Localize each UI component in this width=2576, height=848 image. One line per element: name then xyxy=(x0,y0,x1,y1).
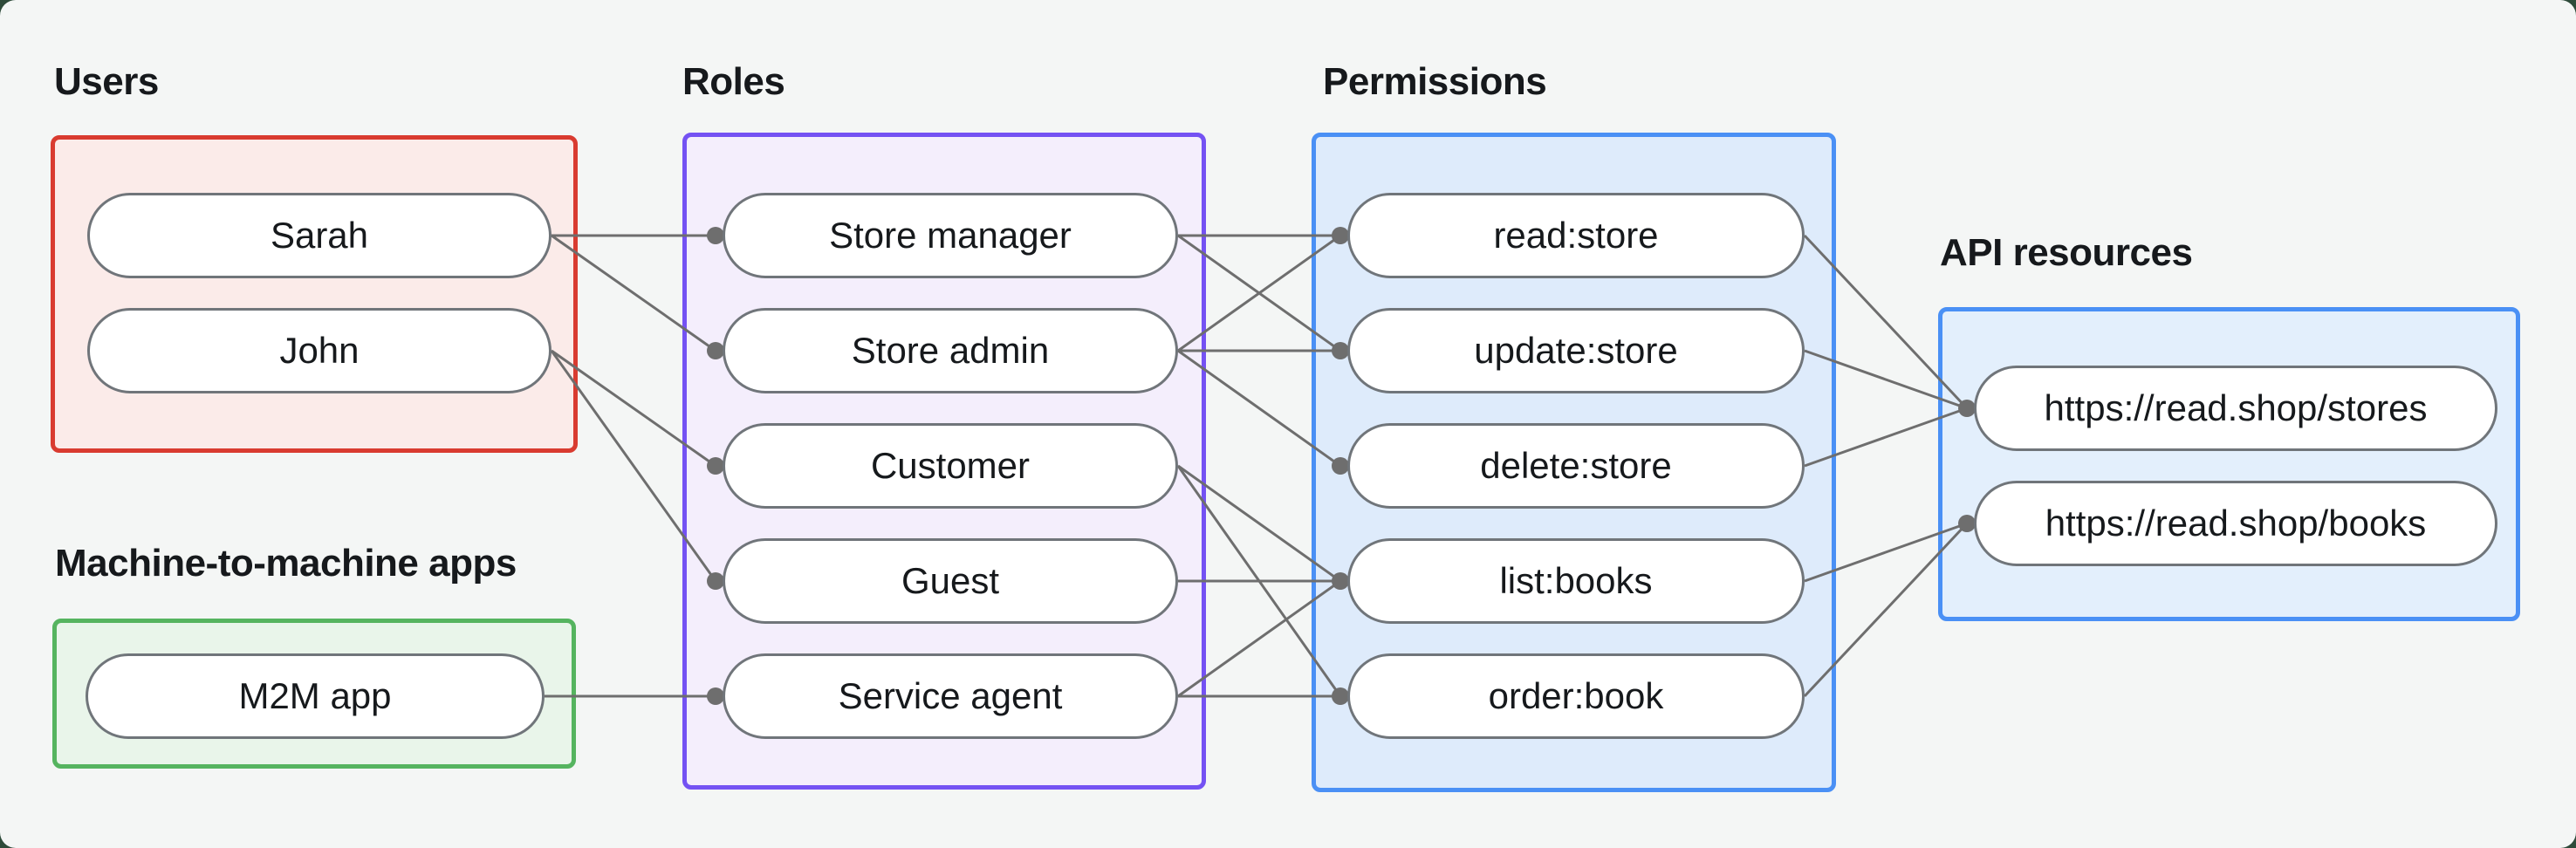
node-john: John xyxy=(87,308,552,393)
group-label-users: Users xyxy=(54,60,159,103)
node-customer: Customer xyxy=(723,423,1178,509)
node-store-manager: Store manager xyxy=(723,193,1178,278)
group-label-m2m-apps: Machine-to-machine apps xyxy=(55,542,517,585)
node-read-store: read:store xyxy=(1347,193,1805,278)
group-label-api-resources: API resources xyxy=(1940,231,2193,274)
group-label-roles: Roles xyxy=(682,60,785,103)
group-box-users xyxy=(51,135,578,453)
node-api-books: https://read.shop/books xyxy=(1974,481,2497,566)
node-order-book: order:book xyxy=(1347,653,1805,739)
node-sarah: Sarah xyxy=(87,193,552,278)
node-service-agent: Service agent xyxy=(723,653,1178,739)
node-m2m-app: M2M app xyxy=(86,653,545,739)
node-api-stores: https://read.shop/stores xyxy=(1974,366,2497,451)
node-guest: Guest xyxy=(723,538,1178,624)
node-delete-store: delete:store xyxy=(1347,423,1805,509)
node-update-store: update:store xyxy=(1347,308,1805,393)
node-store-admin: Store admin xyxy=(723,308,1178,393)
group-label-permissions: Permissions xyxy=(1323,60,1547,103)
group-box-api-resources xyxy=(1938,307,2520,621)
node-list-books: list:books xyxy=(1347,538,1805,624)
